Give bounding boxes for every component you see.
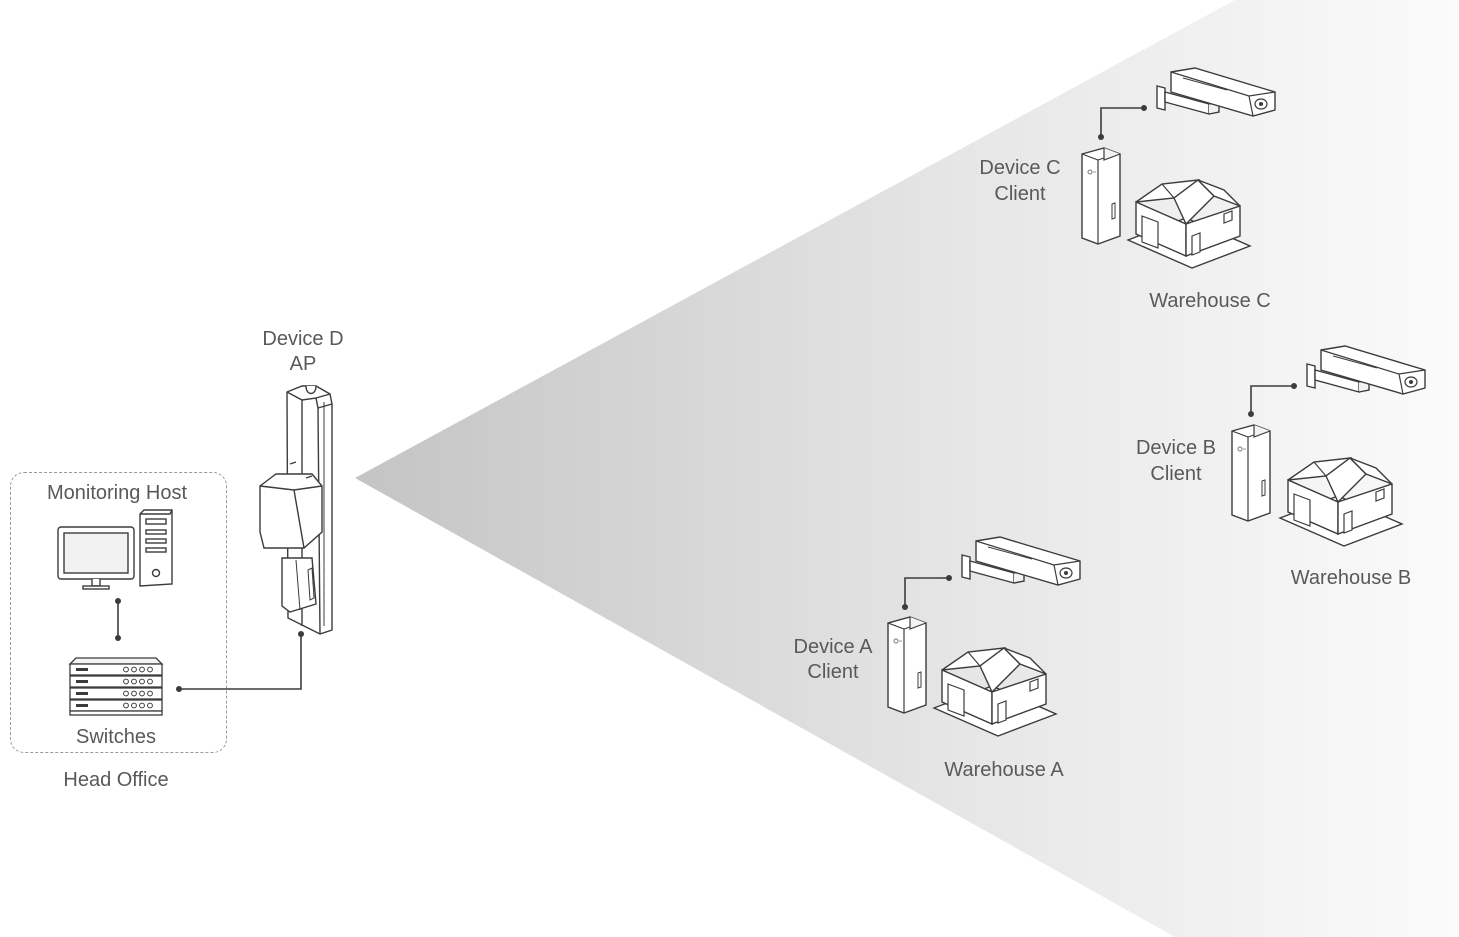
switches-label: Switches — [75, 726, 157, 748]
cpe-client-icon — [887, 616, 927, 714]
device-a-role: Client — [807, 661, 859, 683]
head-office-label: Head Office — [63, 769, 169, 791]
device-a-name: Device A — [793, 636, 873, 658]
device-b-role: Client — [1150, 463, 1202, 485]
device-d-name: Device D — [262, 328, 344, 350]
switch-stack-icon — [68, 657, 164, 716]
coverage-beam — [355, 0, 1459, 937]
device-b-name: Device B — [1135, 437, 1217, 459]
head-office-box — [10, 472, 227, 753]
pc-tower-icon — [139, 509, 173, 587]
device-d-role: AP — [289, 353, 317, 375]
monitoring-host-label: Monitoring Host — [46, 482, 188, 504]
warehouse-b-label: Warehouse B — [1290, 567, 1412, 589]
outdoor-ap-icon — [259, 385, 333, 635]
monitor-icon — [57, 526, 135, 590]
warehouse-a-label: Warehouse A — [944, 759, 1064, 781]
device-c-role: Client — [994, 183, 1046, 205]
cpe-client-icon — [1231, 424, 1271, 522]
cpe-client-icon — [1081, 147, 1121, 245]
connection-lines — [117, 107, 1294, 690]
device-c-name: Device C — [979, 157, 1061, 179]
connection-dots — [115, 105, 1297, 692]
warehouse-c-label: Warehouse C — [1149, 290, 1271, 312]
